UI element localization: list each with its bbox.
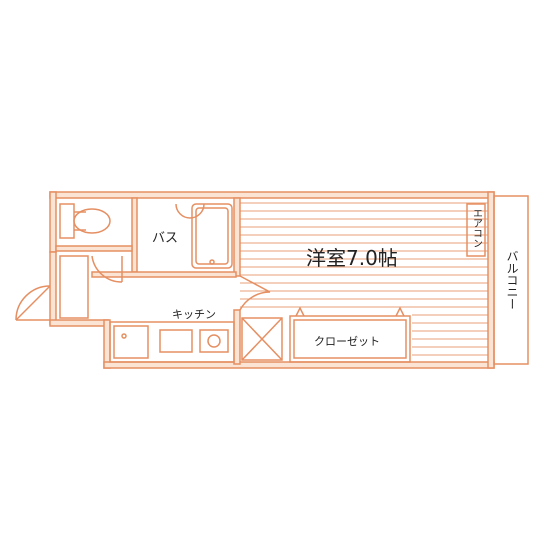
bath-label: バス — [152, 231, 178, 246]
western-room-label: 洋室7.0帖 — [306, 246, 398, 270]
floor-boards — [240, 202, 490, 356]
kitchen-label: キッチン — [172, 308, 216, 321]
entry-storage — [59, 255, 123, 319]
aircon-label: エアコン — [471, 208, 483, 248]
closet-label: クローゼット — [314, 335, 380, 348]
bathtub — [175, 203, 233, 269]
storage-x — [241, 317, 283, 361]
entry-door — [15, 285, 51, 321]
toilet — [59, 203, 111, 239]
closet-box — [289, 306, 411, 363]
walls — [49, 191, 529, 369]
aircon-unit — [466, 203, 486, 257]
room-door — [239, 275, 271, 311]
balcony-label: バルコニー — [505, 250, 519, 310]
kitchen-counter — [109, 321, 235, 363]
